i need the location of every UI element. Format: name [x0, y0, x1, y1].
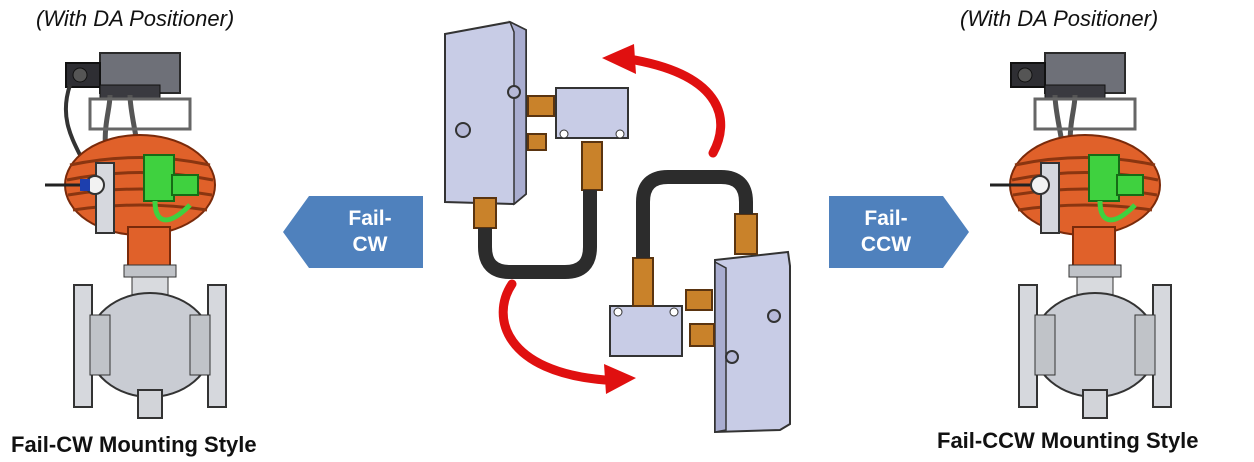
fail-ccw-line2: CCW	[860, 233, 912, 256]
fail-cw-arrow	[283, 196, 423, 268]
right-mounting-label: Fail-CCW Mounting Style	[937, 428, 1199, 453]
positioner-rotation-diagram	[444, 20, 791, 434]
left-positioner-note: (With DA Positioner)	[36, 6, 235, 31]
upper-positioner-box	[444, 20, 629, 279]
fail-ccw-arrow-label: Fail- CCW	[836, 206, 936, 258]
fail-ccw-arrow	[829, 196, 969, 268]
fail-cw-line1: Fail-	[348, 207, 392, 230]
lower-positioner-box	[609, 170, 791, 434]
fail-ccw-line1: Fail-	[864, 207, 908, 230]
left-mounting-label: Fail-CW Mounting Style	[11, 432, 257, 457]
rotation-arrow-top	[602, 44, 726, 158]
fail-cw-arrow-label: Fail- CW	[320, 206, 420, 258]
rotation-arrow-bottom	[498, 279, 636, 394]
left-valve-icon	[45, 52, 227, 419]
fail-cw-line2: CW	[352, 233, 388, 256]
right-valve-icon	[990, 52, 1172, 419]
right-positioner-note: (With DA Positioner)	[960, 6, 1159, 31]
